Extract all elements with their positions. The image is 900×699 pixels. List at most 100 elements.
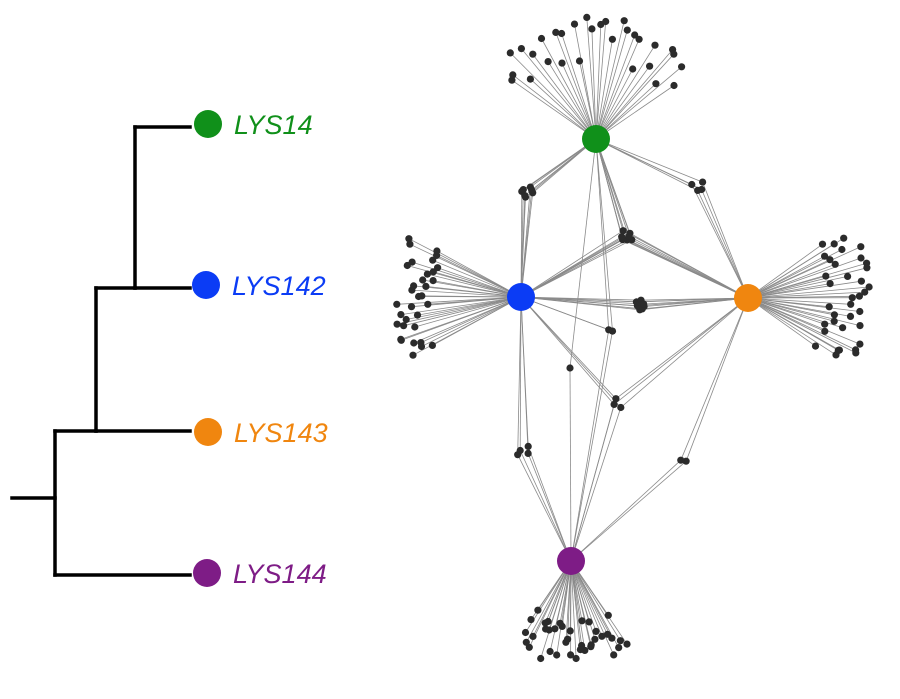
edge-lys14-private-lys14 xyxy=(521,48,597,140)
edge-lys143-private-lys143 xyxy=(747,297,837,356)
edge-lys14-lys142-lys143-lys143 xyxy=(629,232,749,299)
network-leaf-node xyxy=(588,25,596,33)
network-leaf-node xyxy=(694,186,702,194)
network-leaf-node xyxy=(821,320,829,328)
network-leaf-node xyxy=(857,243,865,251)
edge-lys14-private-lys14 xyxy=(586,17,597,140)
edge-lys143-private-lys143 xyxy=(747,297,861,326)
network-leaf-node xyxy=(620,17,628,25)
edge-lys142-private-lys142 xyxy=(414,296,522,328)
network-leaf-node xyxy=(546,647,554,656)
network-leaf-node xyxy=(566,627,574,635)
network-leaf-node xyxy=(433,247,441,255)
edge-lys142-lys144-lys144 xyxy=(527,446,572,562)
network-leaf-node xyxy=(861,288,869,296)
edge-lys142-private-lys142 xyxy=(400,296,522,315)
network-leaf-node xyxy=(522,638,530,646)
edge-lys14-lys143-lys14 xyxy=(595,138,692,185)
edge-lys14-lys142-lys143-lys14 xyxy=(595,138,624,231)
edge-lys144-private-lys144 xyxy=(532,560,572,637)
network-leaf-node xyxy=(411,323,419,331)
edge-lys142-lys143-lys142 xyxy=(520,296,642,301)
network-leaf-node xyxy=(558,29,566,38)
edge-lys142-private-lys142 xyxy=(425,286,522,298)
network-leaf-node xyxy=(651,41,659,49)
leaf-label-lys14: LYS14 xyxy=(234,110,313,140)
network-leaf-node xyxy=(840,234,848,242)
tree-leaf-lys143: LYS143 xyxy=(194,418,328,448)
network-leaf-node xyxy=(592,627,600,636)
network-leaf-node xyxy=(524,449,532,457)
edge-lys143-private-lys143 xyxy=(747,257,862,299)
network-leaf-node xyxy=(521,628,530,637)
network-leaf-node xyxy=(615,644,623,652)
network-leaf-node xyxy=(616,637,625,645)
network-hub-lys14 xyxy=(582,125,610,153)
edge-lys14-lys144-lys14 xyxy=(569,138,597,369)
edge-lys142-lys144-lys142 xyxy=(519,296,522,451)
edge-lys142-lys143-lys144-lys143 xyxy=(613,297,749,405)
network-hub-lys143 xyxy=(734,284,762,312)
network-leaf-node xyxy=(556,619,564,627)
network-leaf-node xyxy=(831,260,839,268)
edge-lys14-private-lys14 xyxy=(595,66,682,140)
network-leaf-node xyxy=(570,20,579,28)
tree-leaves: LYS14 LYS142 LYS143 LYS144 xyxy=(192,110,328,589)
edge-lys142-private-lys142 xyxy=(417,296,522,316)
network-leaf-node xyxy=(855,292,864,300)
edge-lys143-lys144-lys144 xyxy=(570,459,682,562)
edge-lys14-private-lys14 xyxy=(595,20,625,140)
network-leaf-node xyxy=(844,272,852,280)
leaf-label-lys142: LYS142 xyxy=(232,271,326,301)
edge-lys143-private-lys143 xyxy=(747,297,835,316)
network-leaf-node xyxy=(506,49,514,57)
network-leaf-node xyxy=(413,311,422,319)
network-leaf-node xyxy=(529,50,537,58)
tree-leaf-lys144: LYS144 xyxy=(193,559,327,589)
edge-lys142-lys143-lys143 xyxy=(643,297,749,305)
edge-lys14-private-lys14 xyxy=(591,28,597,140)
edge-lys142-private-lys142 xyxy=(397,296,522,325)
edge-lys14-private-lys14 xyxy=(541,38,597,140)
network-leaf-node xyxy=(857,277,866,285)
network-leaf-node xyxy=(811,342,820,350)
edge-lys14-lys143-lys143 xyxy=(702,181,749,299)
network-leaf-node xyxy=(528,186,536,194)
edge-lys14-lys142-lys144-lys14 xyxy=(595,138,610,330)
edge-lys142-lys144-lys144 xyxy=(517,454,572,562)
edge-lys142-private-lys142 xyxy=(413,296,522,344)
edge-lys142-private-lys142 xyxy=(396,296,522,305)
edge-lys14-private-lys14 xyxy=(595,39,613,140)
network-leaf-node xyxy=(830,317,838,325)
network-leaf-node xyxy=(585,618,593,626)
edge-lys143-private-lys143 xyxy=(747,297,840,351)
network-leaf-node xyxy=(830,240,838,248)
network-leaf-node xyxy=(604,611,612,619)
edge-lys14-lys143-lys143 xyxy=(701,189,749,299)
network-leaf-node xyxy=(625,232,633,240)
network-leaf-node xyxy=(542,625,550,633)
edge-lys143-private-lys143 xyxy=(747,243,823,299)
network-leaf-node xyxy=(407,303,416,311)
edge-lys14-private-lys14 xyxy=(530,78,597,140)
network-leaf-node xyxy=(605,326,613,334)
edge-lys144-private-lys144 xyxy=(570,560,615,656)
network-leaf-node xyxy=(541,619,549,627)
network-leaf-node xyxy=(822,272,830,280)
network-leaf-node xyxy=(567,651,575,659)
network-leaf-node xyxy=(670,81,678,90)
edge-lys14-private-lys14 xyxy=(532,53,597,140)
network-leaf-node xyxy=(562,638,570,646)
edge-lys142-lys143-lys144-lys144 xyxy=(570,407,622,562)
edge-lys14-private-lys14 xyxy=(595,24,602,140)
edge-lys142-lys144-lys144 xyxy=(519,450,572,562)
network-leaf-node xyxy=(429,277,437,285)
network-leaf-node xyxy=(591,635,599,643)
edge-lys14-lys143-lys14 xyxy=(595,138,698,191)
network-leaf-node xyxy=(402,315,410,324)
edge-lys14-private-lys14 xyxy=(595,65,650,140)
network-leaf-node xyxy=(598,632,606,640)
edge-lys142-private-lys142 xyxy=(422,279,522,298)
network-leaf-node xyxy=(818,240,827,248)
